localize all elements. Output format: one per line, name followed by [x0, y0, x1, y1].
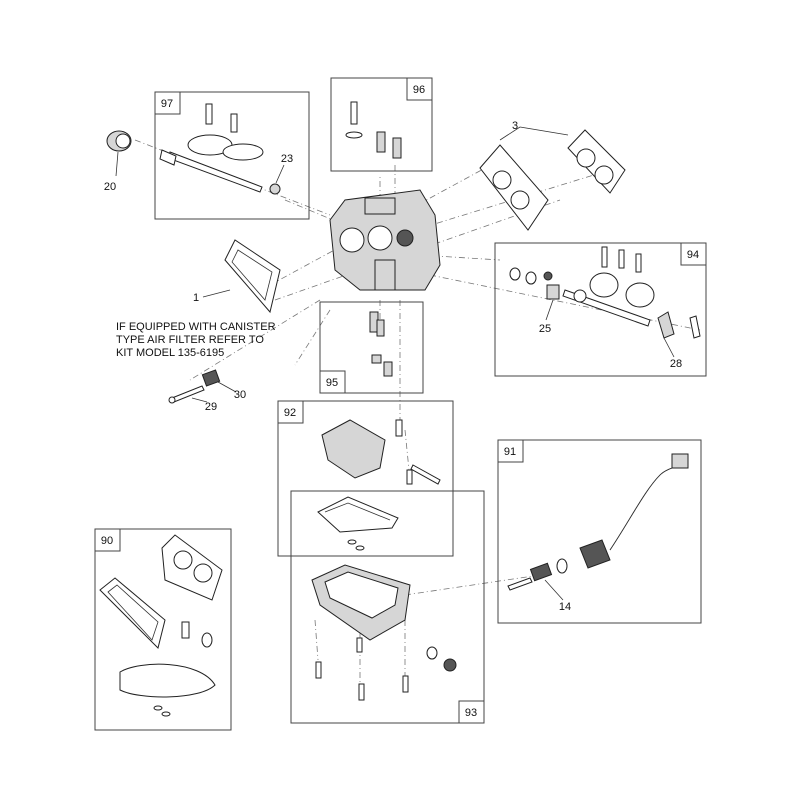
callout-29: 29: [205, 401, 217, 413]
note-line-2: TYPE AIR FILTER REFER TO: [116, 334, 264, 346]
callout-1: 1: [193, 292, 199, 304]
note-line-1: IF EQUIPPED WITH CANISTER: [116, 321, 276, 333]
callout-30: 30: [234, 389, 246, 401]
screw-29-spring-30-parts: [168, 369, 221, 404]
kit-tag-92: 92: [284, 407, 296, 419]
kit-box-92: 92: [277, 400, 454, 557]
kit-tag-95: 95: [326, 377, 338, 389]
callout-20: 20: [104, 181, 116, 193]
callout-25: 25: [539, 323, 551, 335]
ring-20-part: [106, 130, 132, 152]
jet-parts: [369, 311, 393, 377]
float-bowl-parts: [311, 496, 457, 701]
kit-box-94: 94: [494, 242, 707, 377]
leader-lines: [115, 126, 675, 601]
callout-14: 14: [559, 601, 571, 613]
kit-box-93: 93: [290, 490, 485, 724]
gasket-3-parts: [479, 129, 626, 231]
kit-tag-96: 96: [413, 84, 425, 96]
fuel-solenoid-parts: [507, 453, 689, 591]
kit-box-91: 91: [497, 439, 702, 624]
note-line-3: KIT MODEL 135-6195: [116, 347, 224, 359]
kit-tag-97: 97: [161, 98, 173, 110]
kit-tag-91: 91: [504, 446, 516, 458]
canister-note: IF EQUIPPED WITH CANISTER TYPE AIR FILTE…: [116, 321, 276, 359]
callout-3: 3: [512, 120, 518, 132]
callout-28: 28: [670, 358, 682, 370]
kit-box-90: 90: [94, 528, 232, 731]
gasket-1-part: [224, 239, 281, 314]
callout-23: 23: [281, 153, 293, 165]
kit-box-96: 96: [330, 77, 433, 172]
gasket-kit-parts: [99, 534, 223, 717]
float-parts: [321, 419, 441, 485]
kit-box-97: 97: [154, 91, 310, 220]
choke-shaft-parts: [509, 246, 701, 339]
kit-tag-90: 90: [101, 535, 113, 547]
throttle-shaft-part: [159, 103, 281, 195]
kit-tag-94: 94: [687, 249, 699, 261]
kit-tag-93: 93: [465, 707, 477, 719]
callouts: 20 23 3 1 25 28 29 30 14: [104, 120, 682, 613]
carburetor-body-part: [329, 189, 441, 291]
mixture-screw-parts: [345, 101, 402, 159]
kit-box-95: 95: [319, 301, 424, 394]
